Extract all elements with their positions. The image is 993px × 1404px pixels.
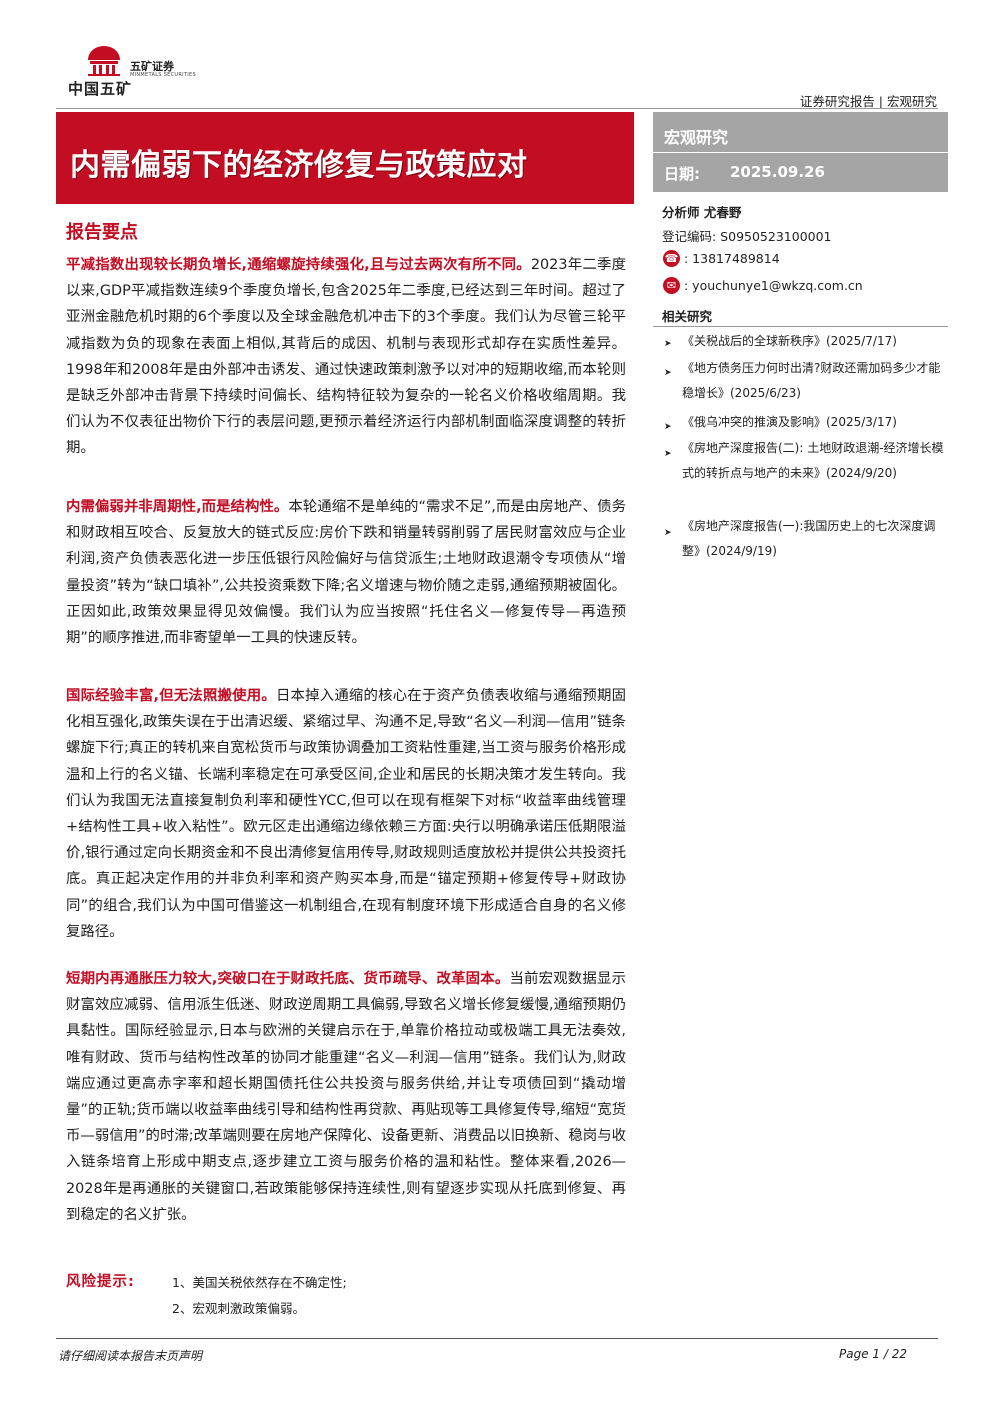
key-point-paragraph: 内需偏弱并非周期性,而是结构性。本轮通缩不是单纯的“需求不足”,而是由房地产、债…	[66, 494, 626, 651]
report-title: 内需偏弱下的经济修复与政策应对	[70, 148, 528, 183]
logo-text-cn: 中国五矿	[68, 80, 133, 98]
date-label: 日期:	[664, 165, 700, 183]
key-point-text: 日本掉入通缩的核心在于资产负债表收缩与通缩预期固化相互强化,政策失误在于出清迟缓…	[66, 688, 626, 940]
analyst-registration: 登记编码: S0950523100001	[662, 229, 832, 244]
report-date: 2025.09.26	[730, 163, 825, 181]
key-point-lead: 短期内再通胀压力较大,突破口在于财政托底、货币疏导、改革固本。	[66, 971, 510, 987]
page-number: Page 1 / 22	[839, 1347, 907, 1361]
risk-item: 1、美国关税依然存在不确定性;	[172, 1275, 347, 1290]
risk-item: 2、宏观刺激政策偏弱。	[172, 1301, 305, 1316]
box-divider	[653, 152, 948, 153]
key-point-lead: 内需偏弱并非周期性,而是结构性。	[66, 499, 289, 515]
risk-label: 风险提示:	[66, 1274, 135, 1290]
brand-name-en: MINMETALS SECURITIES	[130, 72, 196, 78]
key-point-text: 当前宏观数据显示财富效应减弱、信用派生低迷、财政逆周期工具偏弱,导致名义增长修复…	[66, 971, 626, 1223]
key-point-paragraph: 国际经验丰富,但无法照搬使用。日本掉入通缩的核心在于资产负债表收缩与通缩预期固化…	[66, 683, 626, 945]
key-point-text: 本轮通缩不是单纯的“需求不足”,而是由房地产、债务和财政相互咬合、反复放大的链式…	[66, 499, 626, 647]
related-item[interactable]: 《俄乌冲突的推演及影响》(2025/3/17)	[682, 415, 897, 429]
breadcrumb: 证券研究报告 | 宏观研究	[799, 94, 937, 109]
related-item[interactable]: 《房地产深度报告(二): 土地财政退潮-经济增长模式的转折点与地产的未来》(20…	[682, 441, 944, 480]
related-arrow-icon: ➤	[664, 422, 672, 432]
brand-name-cn: 五矿证券	[130, 60, 174, 73]
key-point-lead: 国际经验丰富,但无法照搬使用。	[66, 688, 276, 704]
title-banner	[56, 112, 634, 204]
footer-divider	[56, 1338, 938, 1339]
category-date-box	[653, 112, 948, 192]
minmetals-logo-icon	[88, 46, 120, 76]
mail-icon: ✉	[663, 277, 680, 294]
key-point-lead: 平减指数出现较长期负增长,通缩螺旋持续强化,且与过去两次有所不同。	[66, 257, 531, 273]
related-item[interactable]: 《地方债务压力何时出清?财政还需加码多少才能稳增长》(2025/6/23)	[682, 361, 941, 400]
analyst-email[interactable]: : youchunye1@wkzq.com.cn	[684, 278, 863, 293]
related-arrow-icon: ➤	[664, 368, 672, 378]
key-point-text: 2023年二季度以来,GDP平减指数连续9个季度负增长,包含2025年二季度,已…	[66, 257, 627, 457]
related-divider	[653, 326, 948, 327]
related-arrow-icon: ➤	[664, 339, 672, 349]
analyst-name: 分析师 尤春野	[662, 205, 742, 220]
related-item[interactable]: 《关税战后的全球新秩序》(2025/7/17)	[682, 334, 897, 348]
analyst-phone: : 13817489814	[684, 251, 780, 266]
header-divider	[56, 108, 938, 109]
related-item[interactable]: 《房地产深度报告(一):我国历史上的七次深度调整》(2024/9/19)	[682, 519, 936, 558]
company-logo: 中国五矿 五矿证券 MINMETALS SECURITIES	[66, 44, 226, 100]
key-point-paragraph: 短期内再通胀压力较大,突破口在于财政托底、货币疏导、改革固本。当前宏观数据显示财…	[66, 966, 626, 1228]
phone-icon: ☎	[663, 250, 680, 267]
footer-disclaimer: 请仔细阅读本报告末页声明	[58, 1349, 203, 1363]
key-points-title: 报告要点	[66, 222, 138, 243]
report-category: 宏观研究	[664, 128, 729, 147]
related-research-title: 相关研究	[662, 309, 713, 324]
related-arrow-icon: ➤	[664, 449, 672, 459]
related-arrow-icon: ➤	[664, 528, 672, 538]
key-point-paragraph: 平减指数出现较长期负增长,通缩螺旋持续强化,且与过去两次有所不同。2023年二季…	[66, 252, 626, 462]
